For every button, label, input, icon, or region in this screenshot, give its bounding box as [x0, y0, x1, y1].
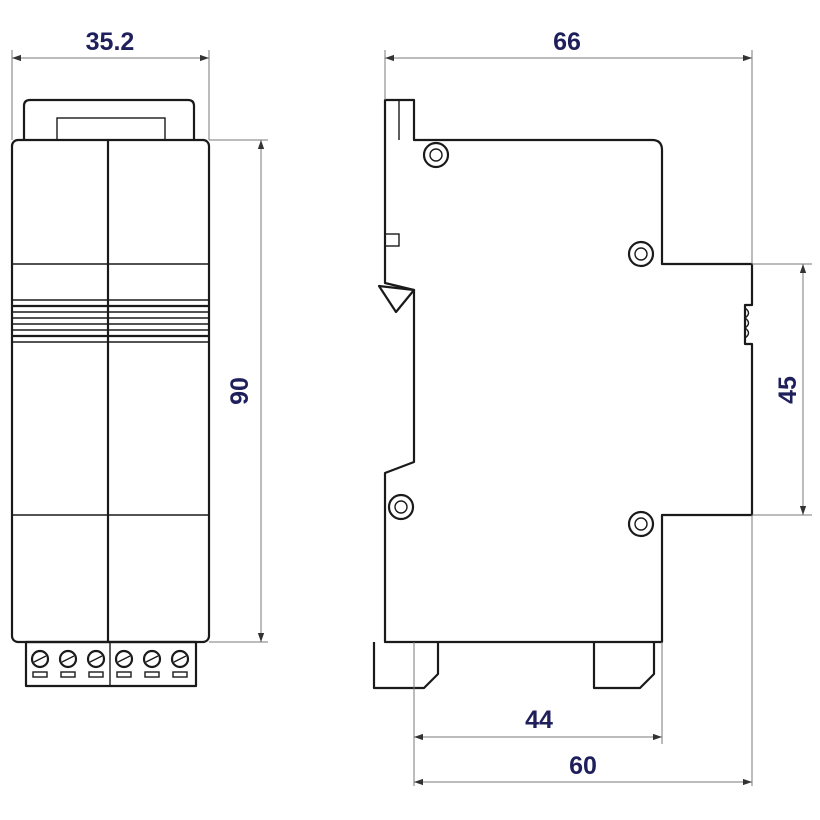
side-screw-3 — [387, 493, 415, 521]
terminal-block — [24, 640, 198, 688]
terminal-screw — [86, 649, 106, 678]
terminal-screw — [58, 649, 78, 678]
terminal-screw — [170, 649, 190, 678]
side-width-dimension: 66 — [384, 28, 753, 264]
terminal-screw — [30, 649, 50, 678]
side-depth-total-dimension: 60 — [414, 515, 753, 786]
front-width-label: 35.2 — [86, 28, 135, 56]
side-step-height-label: 45 — [774, 376, 802, 404]
side-screw-2 — [627, 240, 655, 268]
side-step-height-dimension: 45 — [752, 263, 812, 516]
side-depth-inner-dimension: 44 — [413, 642, 663, 786]
side-view — [372, 98, 754, 690]
side-width-label: 66 — [553, 28, 581, 56]
terminal-screw — [114, 649, 134, 678]
grip-band — [12, 299, 209, 343]
side-screw-4 — [627, 510, 655, 538]
side-depth-inner-label: 44 — [525, 706, 553, 734]
front-view — [10, 98, 211, 688]
front-height-label: 90 — [226, 377, 254, 405]
front-height-dimension: 90 — [209, 139, 268, 643]
side-depth-total-label: 60 — [569, 752, 597, 780]
front-width-dimension: 35.2 — [11, 28, 210, 140]
terminal-screw — [142, 649, 162, 678]
side-screw-1 — [422, 141, 450, 169]
